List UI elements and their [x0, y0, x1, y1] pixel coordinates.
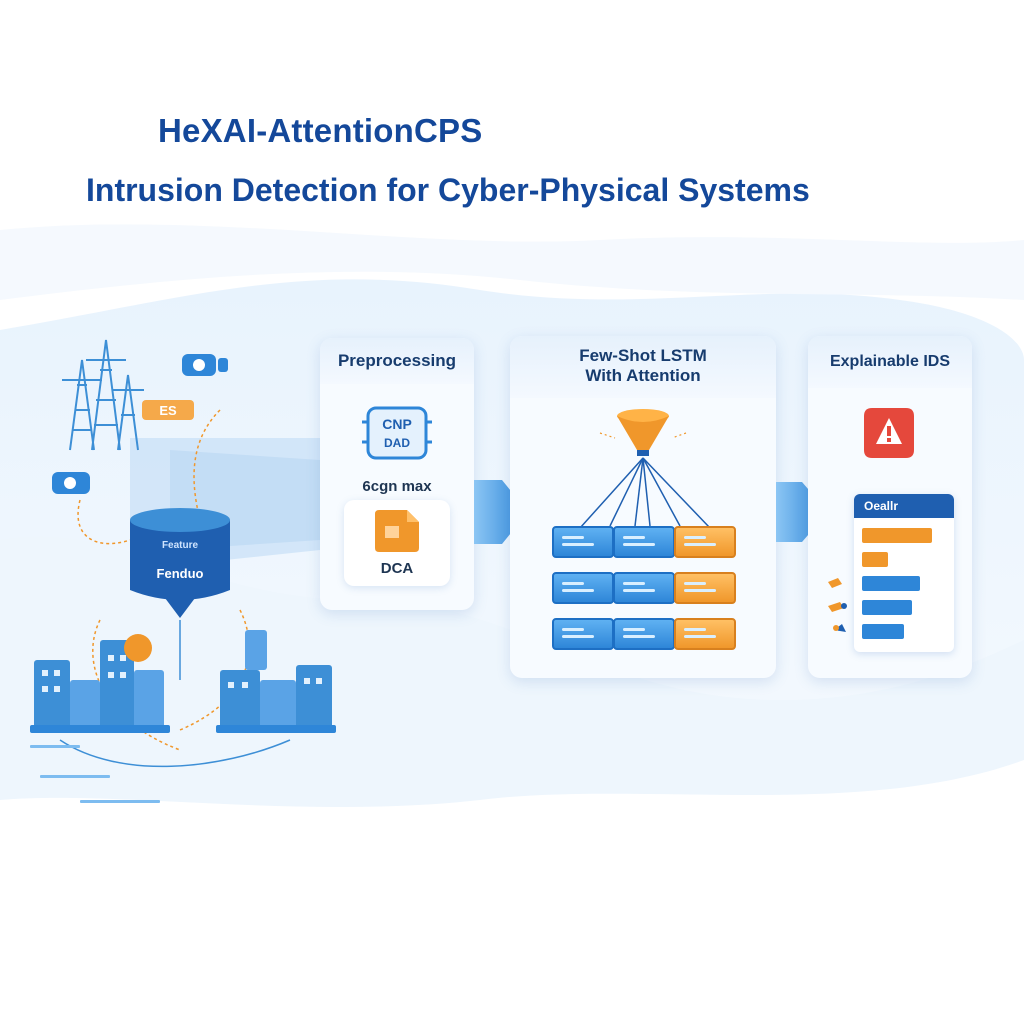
lstm-cell	[552, 526, 614, 558]
normalization-label: 6cgn max	[362, 478, 432, 495]
main-title: HeXAI-AttentionCPS	[158, 112, 483, 149]
explanation-card: Oeallr	[854, 494, 954, 652]
node-top-label: Feature	[162, 540, 199, 551]
document-icon	[375, 510, 419, 552]
lstm-cell	[613, 572, 675, 604]
feature-bar	[862, 552, 888, 567]
lstm-header-line1: Few-Shot LSTM	[579, 346, 707, 365]
explainable-header: Explainable IDS	[808, 336, 972, 388]
factory-icon	[30, 634, 170, 733]
feature-bar	[862, 600, 912, 615]
lstm-header-line2: With Attention	[585, 366, 701, 385]
feature-bar	[862, 624, 904, 639]
chip-label-2: DAD	[384, 436, 410, 450]
preprocessing-header: Preprocessing	[320, 338, 474, 384]
dca-card: DCA	[344, 500, 450, 586]
attention-funnel-icon	[617, 409, 669, 456]
chip-label-1: CNP	[382, 416, 412, 432]
lstm-cell	[674, 618, 736, 650]
subtitle: Intrusion Detection for Cyber-Physical S…	[86, 172, 810, 208]
lstm-cell	[552, 572, 614, 604]
device-tag-label: ES	[159, 403, 177, 418]
lstm-header: Few-Shot LSTM With Attention	[510, 336, 776, 398]
dca-label: DCA	[380, 560, 414, 577]
explanation-card-title: Oeallr	[854, 494, 954, 518]
alert-icon	[864, 408, 914, 458]
power-tower-icon	[62, 339, 144, 451]
feature-bar	[862, 576, 920, 591]
lstm-cell	[613, 526, 675, 558]
explainable-panel: Explainable IDS Oeallr	[808, 336, 972, 678]
camera-icon	[182, 354, 228, 376]
chip-icon: CNP DAD	[362, 406, 432, 460]
attention-lines	[579, 432, 711, 529]
cps-illustration: ES Feature Fenduo	[30, 339, 336, 803]
feature-bar	[862, 528, 932, 543]
preprocessing-panel: Preprocessing CNP DAD 6cgn max DCA	[320, 338, 474, 610]
lstm-cell	[674, 572, 736, 604]
node-label: Fenduo	[157, 566, 204, 581]
lstm-cell	[552, 618, 614, 650]
camera-icon	[52, 472, 90, 494]
marker-icons	[828, 578, 847, 632]
database-node-icon	[130, 508, 230, 618]
lstm-panel: Few-Shot LSTM With Attention	[510, 336, 776, 678]
lstm-cell	[674, 526, 736, 558]
lstm-cell	[613, 618, 675, 650]
